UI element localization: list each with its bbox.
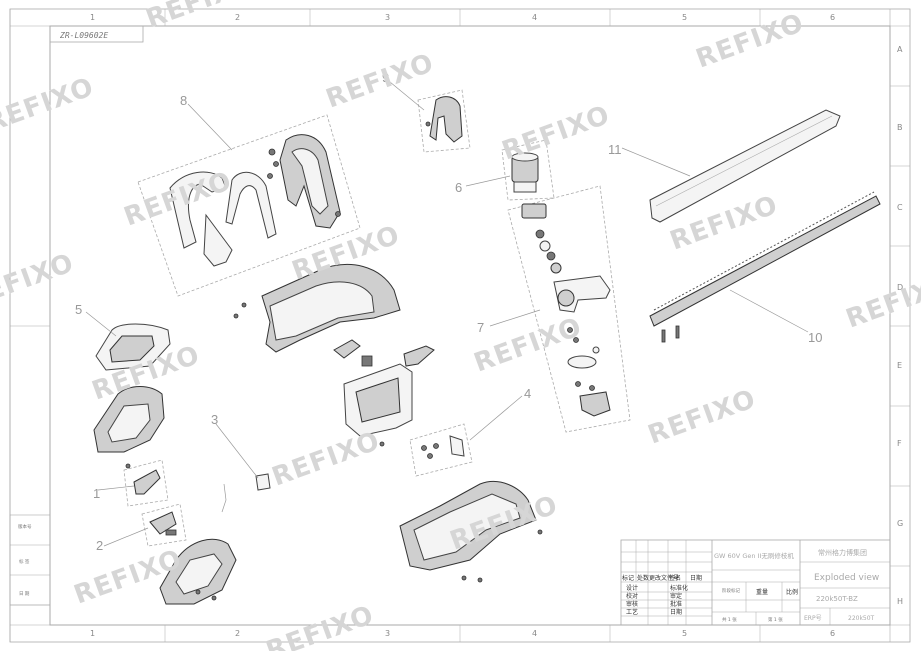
erp-label: ERP号 (804, 615, 822, 622)
zone-col-4-top: 4 (532, 13, 537, 22)
zone-col-4-bottom: 4 (532, 629, 537, 638)
callout-6: 6 (455, 180, 462, 195)
callout-1: 1 (93, 486, 100, 501)
zone-col-1-top: 1 (90, 13, 95, 22)
part-rear-handle (93, 386, 165, 453)
zone-col-5-top: 5 (682, 13, 687, 22)
zone-col-3-top: 3 (385, 13, 390, 22)
callout-7: 7 (477, 320, 484, 335)
sign-date: 日期 (670, 608, 682, 616)
part-3-spring (221, 473, 271, 513)
callout-2: 2 (96, 538, 103, 553)
view-title: Exploded view (814, 573, 879, 583)
sign-process: 工艺 (626, 608, 638, 616)
erp-value: 220k50T (848, 615, 875, 622)
scale-label: 比例 (786, 588, 798, 596)
part-main-housing (233, 263, 401, 353)
watermark-10: REFIXO (842, 268, 921, 335)
zone-row-g: G (897, 519, 903, 528)
part-2-switch (141, 503, 187, 547)
rev-header-sign: 签名 (669, 574, 681, 582)
watermark-3: REFIXO (322, 48, 438, 115)
callout-3: 3 (211, 412, 218, 427)
drawing-code: ZR-L09602E (59, 31, 108, 40)
sign-proof: 校对 (626, 592, 638, 600)
watermark-9: REFIXO (0, 248, 78, 315)
zone-col-6-bottom: 6 (830, 629, 835, 638)
callout-11: 11 (608, 142, 622, 157)
part-11-blade-guard (649, 109, 841, 223)
watermark-4: REFIXO (0, 72, 98, 139)
sign-standard: 标准化 (670, 584, 688, 592)
part-group-9 (417, 89, 471, 153)
callout-5: 5 (75, 302, 82, 317)
part-group-8-handles (137, 114, 361, 297)
drawing-code-box (49, 25, 144, 43)
side-label-tag: 标 签 (19, 558, 30, 565)
company-name: 常州格力博集团 (818, 548, 867, 557)
zone-row-b: B (897, 123, 903, 132)
part-group-4-screws (409, 423, 473, 477)
zone-row-c: C (897, 203, 903, 212)
zone-row-d: D (897, 283, 903, 292)
callout-9: 9 (382, 70, 389, 85)
watermark-2: REFIXO (692, 8, 808, 75)
zone-row-f: F (897, 439, 902, 448)
part-group-7-gears (507, 185, 631, 433)
part-lower-housing (399, 480, 543, 583)
part-5-cover (95, 323, 171, 371)
side-strip: 版本号 标 签 日 期 (9, 514, 51, 606)
part-group-6-motor (501, 139, 555, 201)
part-front-housing (159, 538, 237, 605)
zone-row-a: A (897, 45, 903, 54)
sign-approve: 批准 (670, 600, 682, 608)
watermark-14: REFIXO (268, 426, 384, 493)
watermark-1: REFIXO (142, 0, 258, 35)
zone-col-5-bottom: 5 (682, 629, 687, 638)
zone-col-6-top: 6 (830, 13, 835, 22)
callout-10: 10 (808, 330, 822, 345)
rev-header-file: 更改文件号 (649, 574, 679, 582)
part-battery-cover (333, 339, 435, 447)
product-name: GW 60V Gen II无刷修枝机 (714, 551, 794, 560)
weight-label: 重量 (756, 588, 768, 596)
zone-ticks (10, 9, 910, 642)
sheet-total: 共 1 张 (722, 616, 737, 623)
zone-col-2-top: 2 (235, 13, 240, 22)
zone-col-1-bottom: 1 (90, 629, 95, 638)
rev-header-count: 处数 (637, 574, 649, 582)
leader-lines (85, 81, 809, 547)
sign-check: 审核 (626, 600, 638, 608)
zone-row-e: E (897, 361, 902, 370)
watermark-13: REFIXO (644, 384, 760, 451)
rev-header-date: 日期 (690, 574, 702, 582)
callout-8: 8 (180, 93, 187, 108)
title-block: 标记 处数 更改文件号 签名 日期 设计 标准化 校对 审定 审核 批准 工艺 … (620, 539, 891, 626)
zone-row-h: H (897, 597, 903, 606)
sign-design: 设计 (626, 584, 638, 592)
callout-4: 4 (524, 386, 531, 401)
zone-col-2-bottom: 2 (235, 629, 240, 638)
sign-review: 审定 (670, 592, 682, 600)
sheet-number: 第 1 张 (768, 616, 783, 623)
part-1-trigger (123, 459, 169, 507)
side-label-version: 版本号 (18, 523, 32, 530)
zone-col-3-bottom: 3 (385, 629, 390, 638)
drawing-number: 220k50T-BZ (816, 595, 858, 603)
stage-label: 阶段标记 (722, 587, 740, 594)
side-label-date: 日 期 (19, 591, 30, 597)
watermark-5: REFIXO (498, 100, 614, 167)
part-10-blade (649, 191, 881, 343)
watermark-11: REFIXO (470, 312, 586, 379)
rev-header-mark: 标记 (622, 574, 634, 582)
